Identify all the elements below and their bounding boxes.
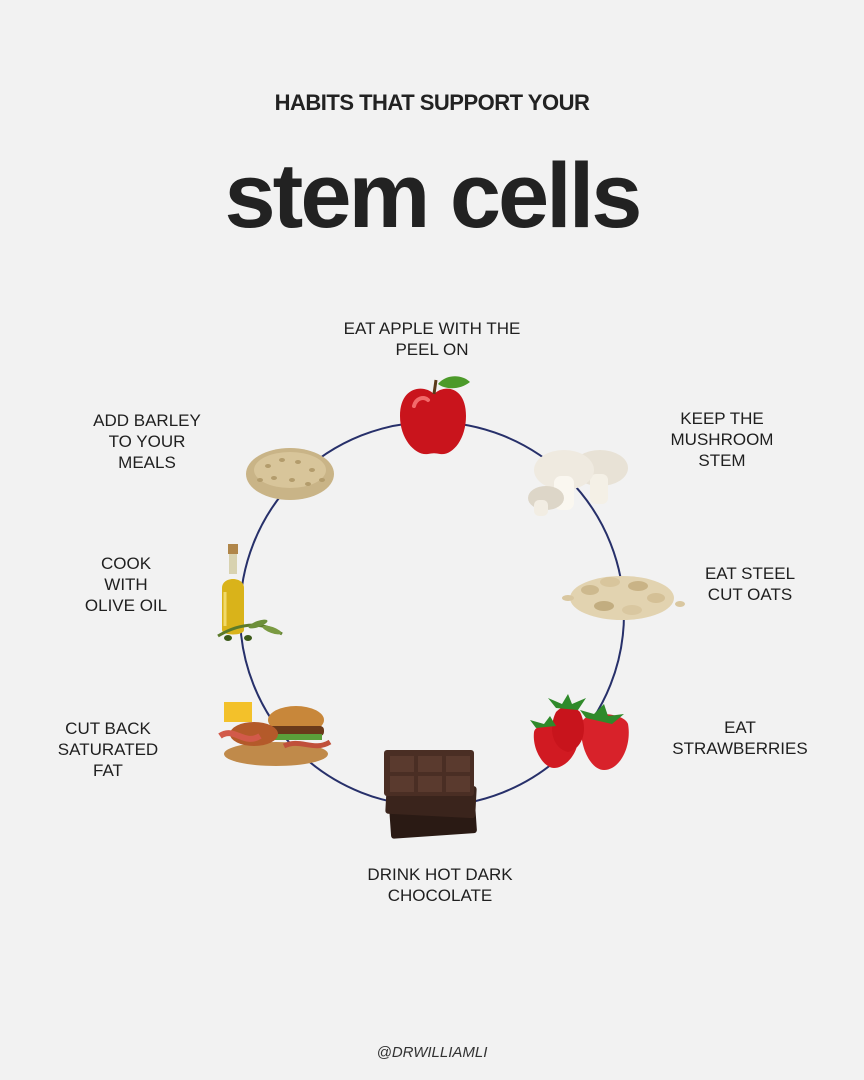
- chocolate-icon: [384, 750, 477, 839]
- apple-icon: [400, 376, 470, 455]
- habit-label-strawberries: EAT STRAWBERRIES: [672, 718, 808, 758]
- habit-label-oats: EAT STEEL CUT OATS: [704, 564, 796, 604]
- habit-label-apple: EAT APPLE WITH THE PEEL ON: [343, 319, 521, 359]
- habit-label-chocolate: DRINK HOT DARK CHOCOLATE: [367, 865, 513, 905]
- subtitle: HABITS THAT SUPPORT YOUR: [274, 90, 590, 115]
- habit-label-barley: ADD BARLEY TO YOUR MEALS: [93, 411, 201, 472]
- habit-label-olive-oil: COOK WITH OLIVE OIL: [84, 554, 168, 615]
- barley-icon: [246, 448, 334, 500]
- olive-oil-icon: [217, 544, 283, 641]
- author-handle[interactable]: @DRWILLIAMLI: [376, 1044, 488, 1061]
- habit-label-saturated-fat: CUT BACK SATURATED FAT: [57, 719, 159, 780]
- mushroom-icon: [528, 450, 628, 516]
- oats-icon: [562, 576, 685, 620]
- page-title: stem cells: [224, 145, 643, 247]
- habit-label-mushroom: KEEP THE MUSHROOM STEM: [670, 409, 774, 470]
- fast-food-icon: [218, 702, 332, 766]
- strawberry-icon: [530, 694, 629, 770]
